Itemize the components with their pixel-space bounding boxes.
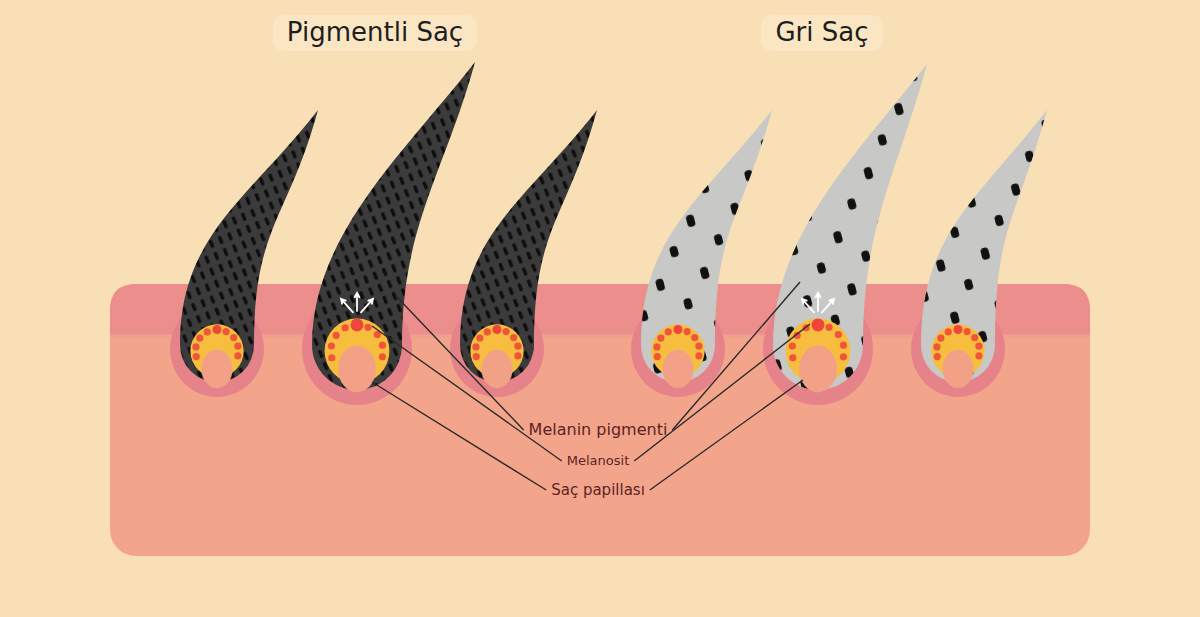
- melanocyte-dot: [657, 334, 664, 341]
- melanocyte: [213, 325, 222, 334]
- melanocyte-dot: [840, 353, 847, 360]
- melanocyte: [674, 325, 683, 334]
- hair-shaft: [641, 110, 772, 382]
- pigment-arrow: [341, 299, 353, 313]
- hair-follicle: [911, 110, 1047, 397]
- melanocyte-dot: [835, 331, 842, 338]
- hair-shaft: [773, 64, 927, 390]
- pigment-arrow: [816, 293, 821, 311]
- hair-follicle: [763, 64, 927, 405]
- part-label: Melanosit: [567, 453, 629, 469]
- melanocyte-dot: [695, 343, 702, 350]
- melanocyte-dot: [789, 354, 796, 361]
- pigment-arrow: [802, 299, 814, 313]
- melanocyte-dot: [379, 342, 386, 349]
- melanocyte-dot: [502, 328, 509, 335]
- melanocyte-dot: [975, 343, 982, 350]
- melanocyte-dot: [933, 343, 940, 350]
- melanocyte-dot: [472, 343, 479, 350]
- melanocyte-dot: [196, 334, 203, 341]
- melanocyte: [812, 318, 825, 331]
- leader-line: [634, 324, 810, 461]
- melanocyte-dot: [328, 342, 335, 349]
- melanocyte-dot: [234, 352, 241, 359]
- leader-line: [650, 380, 803, 490]
- melanocyte: [351, 318, 364, 331]
- melanocyte: [493, 325, 502, 334]
- melanocyte-dot: [514, 343, 521, 350]
- melanocyte-dot: [691, 334, 698, 341]
- hair-shaft: [460, 110, 597, 382]
- melanocyte-dot: [364, 324, 371, 331]
- melanocyte-dot: [971, 334, 978, 341]
- melanocyte-dot: [484, 328, 491, 335]
- melanocyte-dot: [342, 324, 349, 331]
- melanocyte-dot: [476, 334, 483, 341]
- melanocyte-dot: [328, 354, 335, 361]
- part-label: Melanin pigmenti: [529, 420, 668, 439]
- leader-line: [372, 382, 546, 490]
- hair-papilla: [799, 346, 837, 393]
- melanocyte-dot: [653, 343, 660, 350]
- hair-papilla: [481, 350, 512, 388]
- hair-shaft: [180, 110, 318, 382]
- melanocyte-dot: [945, 328, 952, 335]
- melanocyte-dot: [230, 334, 237, 341]
- leader-line: [396, 296, 524, 430]
- part-label: Saç papillası: [551, 481, 645, 499]
- melanocyte-dot: [665, 328, 672, 335]
- melanocyte-dot: [379, 353, 386, 360]
- melanocyte-dot: [963, 328, 970, 335]
- melanocyte-dot: [937, 334, 944, 341]
- hair-follicle: [302, 62, 475, 405]
- hair-follicle: [450, 110, 597, 397]
- melanocyte-dot: [192, 343, 199, 350]
- melanocyte-dot: [695, 352, 702, 359]
- melanocyte-dot: [514, 352, 521, 359]
- melanocyte-dot: [222, 328, 229, 335]
- hair-follicle: [631, 110, 772, 397]
- melanocyte-dot: [473, 353, 480, 360]
- melanocyte-dot: [789, 342, 796, 349]
- melanocyte-dot: [510, 334, 517, 341]
- hair-papilla: [942, 350, 973, 388]
- melanocyte-dot: [204, 328, 211, 335]
- melanocyte-dot: [193, 353, 200, 360]
- melanocyte-dot: [840, 342, 847, 349]
- melanocyte-dot: [825, 324, 832, 331]
- pigment-arrow: [361, 299, 373, 313]
- hair-follicle: [170, 110, 318, 397]
- hair-papilla: [338, 346, 376, 393]
- hair-shaft: [921, 110, 1047, 382]
- melanocyte: [954, 325, 963, 334]
- pigment-arrow: [355, 293, 360, 311]
- melanocyte-dot: [934, 353, 941, 360]
- melanocyte-dot: [654, 353, 661, 360]
- hair-papilla: [662, 350, 693, 388]
- pigment-arrow: [822, 299, 834, 313]
- melanocyte-dot: [975, 352, 982, 359]
- group-heading: Pigmentli Saç: [273, 15, 477, 50]
- melanocyte-dot: [333, 332, 340, 339]
- hair-papilla: [201, 350, 232, 388]
- melanocyte-dot: [234, 343, 241, 350]
- group-heading: Gri Saç: [761, 15, 882, 50]
- leader-line: [672, 282, 800, 430]
- melanocyte-dot: [683, 328, 690, 335]
